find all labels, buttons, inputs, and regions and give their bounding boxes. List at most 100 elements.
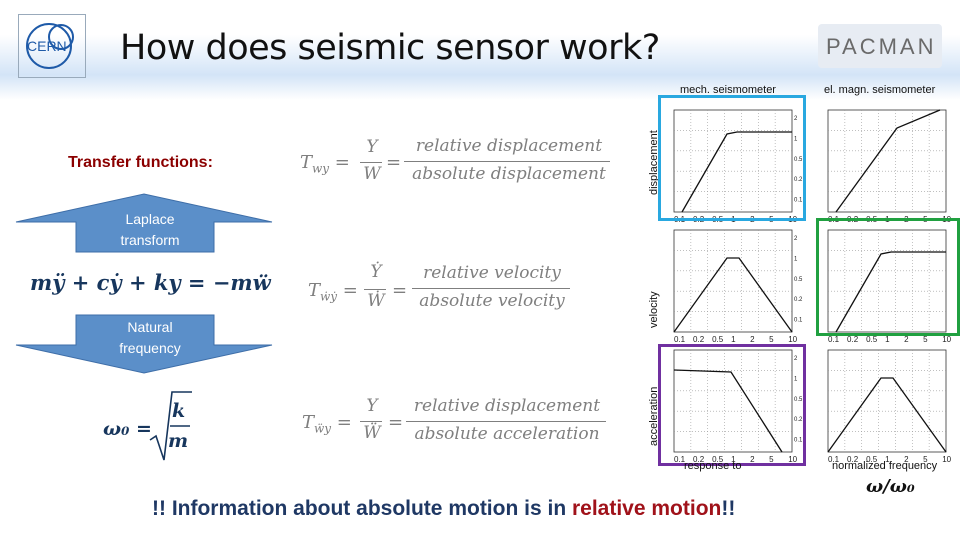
tf2-eq: = [392,280,408,301]
x-tick-label: 0.2 [693,335,705,344]
x-tick-label: 0.5 [866,455,878,464]
tf2-bar [412,288,570,289]
svg-text:CERN: CERN [27,38,67,54]
x-tick-label: 10 [942,335,951,344]
x-tick-label: 0.1 [674,455,686,464]
normalized-frequency-label: normalized frequency [832,460,938,472]
natural-frequency-arrow [15,314,273,374]
frame-green [816,218,960,336]
response-curve-5 [827,377,947,453]
transfer-functions-label: Transfer functions: [68,154,213,171]
response-curve-3 [835,251,946,333]
col2-title: el. magn. seismometer [824,84,936,96]
ylabel-velocity: velocity [648,291,660,328]
y-tick-label: 0.1 [794,198,803,204]
x-tick-label: 1 [885,455,890,464]
tf1-mid-bar [360,162,382,163]
y-tick-label: 1 [794,256,798,262]
tf1-den: absolute displacement [412,164,606,184]
x-tick-label: 0.2 [847,455,859,464]
y-tick-label: 2 [794,356,798,362]
x-tick-label: 0.5 [712,455,724,464]
y-tick-label: 0.1 [794,438,803,444]
frame-purple [658,344,806,466]
arrow2-line2: frequency [119,340,181,356]
x-tick-label: 5 [769,455,774,464]
response-curve-0 [681,131,792,213]
tf3-mid-bar [360,421,382,422]
x-tick-label: 2 [750,455,755,464]
y-tick-label: 0.5 [794,157,803,163]
x-tick-label: 10 [788,335,797,344]
tf3-mid-den: Ẅ [363,423,381,443]
arrow2-line1: Natural [127,319,173,335]
tf3-mid-num: Y [366,396,378,416]
tf2-lhs: Tẇẏ = [308,280,358,304]
cern-logo: CERN [18,14,86,78]
response-to-label: response to [684,460,742,472]
omega-den: m [168,430,189,452]
tf1-lhs: Twy = [300,152,350,176]
tf3-num: relative displacement [413,396,601,416]
x-tick-label: 0.5 [866,335,878,344]
header-band [0,0,960,100]
omega-ratio: ω/ω₀ [866,476,915,497]
x-tick-label: 1 [731,455,736,464]
tf2-den: absolute velocity [419,291,565,311]
y-tick-label: 0.2 [794,297,803,303]
x-tick-label: 0.1 [828,455,840,464]
x-tick-label: 10 [942,455,951,464]
page-title: How does seismic sensor work? [120,28,660,68]
tf3-den: absolute acceleration [414,424,600,444]
y-tick-label: 0.2 [794,177,803,183]
response-curve-1 [835,109,941,213]
tf1-num: relative displacement [415,136,603,156]
x-tick-label: 2 [904,455,909,464]
arrow1-line1: Laplace [125,211,175,227]
x-tick-label: 0.1 [674,335,686,344]
tf1-mid-den: W [363,164,381,184]
y-tick-label: 2 [794,116,798,122]
laplace-arrow [15,193,273,253]
tf2-num: relative velocity [423,263,561,283]
tf1-mid-num: Y [366,137,378,157]
equation-of-motion: mÿ + cẏ + ky = −mẅ [30,270,271,295]
x-tick-label: 10 [788,455,797,464]
response-plots: 0.1 0.2 0.5 1 2 5 10 2 1 0.5 0.2 0.1 0.1 0.2 0.5 1 2 5 10 0… [673,109,952,464]
frame-cyan [658,95,806,221]
x-tick-label: 2 [904,335,909,344]
plot-frame-0 [673,109,793,213]
y-tick-label: 1 [794,136,798,142]
tf1-bar [404,161,610,162]
plot-frame-5 [827,349,947,453]
arrow1-line2: transform [120,232,180,248]
y-tick-label: 0.5 [794,397,803,403]
x-tick-label: 5 [923,335,928,344]
svg-text:PACMAN: PACMAN [826,34,937,59]
y-tick-label: 0.2 [794,417,803,423]
x-tick-label: 0.2 [693,455,705,464]
plot-frame-2 [673,229,793,333]
x-tick-label: 1 [885,335,890,344]
response-curve-2 [673,257,793,333]
x-tick-label: 0.2 [847,335,859,344]
y-tick-label: 2 [794,236,798,242]
tf2-mid-num: Ẏ [370,262,382,282]
sqrt-symbol [149,391,192,461]
col1-title: mech. seismometer [680,84,776,96]
omega-lhs: ω₀ = [103,418,152,440]
plot-frame-4 [673,349,793,453]
y-tick-label: 1 [794,376,798,382]
omega-num: k [172,400,186,422]
tf3-eq: = [388,412,404,433]
tf2-mid-den: Ẇ [367,291,385,311]
x-tick-label: 5 [769,335,774,344]
tf3-bar [406,421,606,422]
y-tick-label: 0.1 [794,318,803,324]
pacman-logo: PACMAN [818,24,942,68]
tf1-eq: = [386,152,402,173]
bottom-statement: !! Information about absolute motion is … [152,497,736,520]
tf2-mid-bar [364,289,386,290]
plot-frame-3 [827,229,947,333]
plot-frame-1 [827,109,947,213]
